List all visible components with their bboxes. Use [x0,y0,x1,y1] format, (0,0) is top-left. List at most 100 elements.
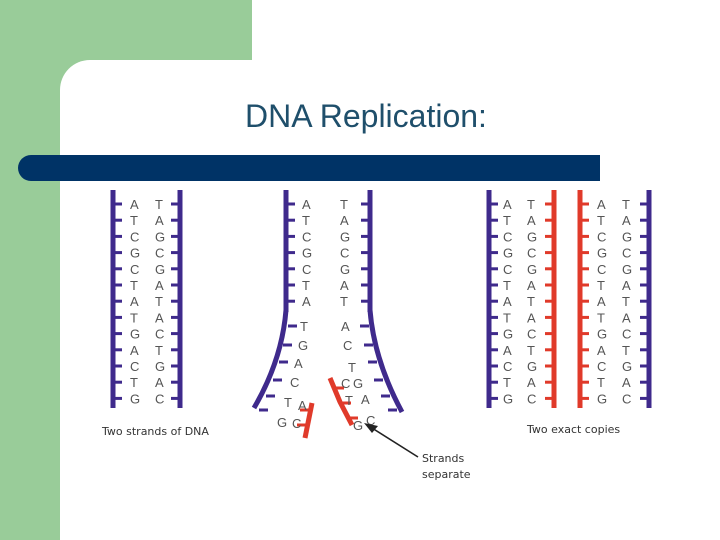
copy1-new-base-tick [545,251,554,255]
base-letter: G [340,262,350,277]
base-letter: A [155,310,164,325]
copy2-old-base-tick [640,364,649,368]
base-letter: G [597,327,607,342]
base-letter: G [622,229,632,244]
copy2-old-base-tick [640,299,649,303]
base-letter: G [353,376,363,391]
caption-two-copies: Two exact copies [526,423,620,436]
copy1-old-base-tick [489,364,498,368]
base-letter: T [527,197,535,212]
original-left-base-tick [113,364,122,368]
separating-left-base-tick [259,408,268,412]
original-left-base-tick [113,251,122,255]
separating-right-backbone [367,190,373,312]
copy2-new-base-tick [580,202,589,206]
new-right-base-tick [334,386,344,390]
separating-left-base-tick [286,202,295,206]
base-letter: C [292,416,301,431]
base-letter: T [503,213,511,228]
base-letter: A [340,213,349,228]
separating-right-base-tick [388,408,397,412]
copy2-old-base-tick [640,234,649,238]
copy2-old-base-tick [640,267,649,271]
copy2-old-base-tick [640,332,649,336]
copy1-new-base-tick [545,380,554,384]
separating-right-base-tick [374,378,383,382]
copy1-new-base-tick [545,267,554,271]
separating-left-base-tick [266,394,275,398]
copy2-new-base-tick [580,251,589,255]
original-left-base-tick [113,283,122,287]
base-letter: G [302,246,312,261]
original-left-base-tick [113,234,122,238]
base-letter: C [340,246,349,261]
original-right-base-tick [171,396,180,400]
separating-left-backbone [283,190,289,312]
original-left-base-tick [113,348,122,352]
original-left-backbone [110,190,116,408]
base-letter: A [527,213,536,228]
arrow-label-line2: separate [422,468,471,481]
original-right-backbone [177,190,183,408]
separating-left-base-tick [288,324,297,328]
base-letter: G [622,359,632,374]
separating-right-base-tick [360,324,369,328]
copy1-old-base-tick [489,396,498,400]
separating-left-base-tick [286,234,295,238]
original-left-base-tick [113,218,122,222]
copy1-new-base-tick [545,299,554,303]
base-letter: T [527,343,535,358]
original-right-base-tick [171,315,180,319]
base-letter: T [302,213,310,228]
copy1-new-base-tick [545,348,554,352]
separating-right-base-tick [361,299,370,303]
original-right-base-tick [171,218,180,222]
copy2-old-base-tick [640,348,649,352]
base-letter: C [130,229,139,244]
separating-left-base-tick [279,360,288,364]
base-letter: G [503,327,513,342]
copy2-old-base-tick [640,251,649,255]
base-letter: G [130,391,140,406]
base-letter: A [622,375,631,390]
copy1-old-base-tick [489,299,498,303]
original-right-base-tick [171,380,180,384]
copy2-new-backbone [577,190,583,408]
slide-title: DNA Replication: [245,98,487,134]
title-underline-bar [18,155,600,181]
base-letter: T [345,393,353,408]
separating-right-base-tick [361,218,370,222]
base-letter: T [130,375,138,390]
base-letter: T [284,395,292,410]
base-letter: G [155,229,165,244]
original-right-base-tick [171,332,180,336]
base-letter: C [302,262,311,277]
copy2-new-base-tick [580,283,589,287]
arrow-head [364,423,378,433]
copy1-new-base-tick [545,332,554,336]
separating-right-base-tick [361,267,370,271]
base-letter: C [341,376,350,391]
copy2-old-base-tick [640,218,649,222]
base-letter: A [130,343,139,358]
base-letter: G [353,418,363,433]
base-letter: A [622,213,631,228]
content-panel [60,60,720,540]
base-letter: C [155,391,164,406]
separating-right-base-tick [361,202,370,206]
base-letter: T [597,213,605,228]
copy2-new-base-tick [580,218,589,222]
copy1-new-base-tick [545,396,554,400]
base-letter: T [503,375,511,390]
base-letter: C [622,246,631,261]
arrow-line [371,427,419,458]
separating-left-base-tick [286,251,295,255]
copy2-new-base-tick [580,364,589,368]
base-letter: T [622,294,630,309]
original-right-base-tick [171,202,180,206]
base-letter: A [155,375,164,390]
separating-left-base-tick [286,218,295,222]
copy1-old-base-tick [489,218,498,222]
